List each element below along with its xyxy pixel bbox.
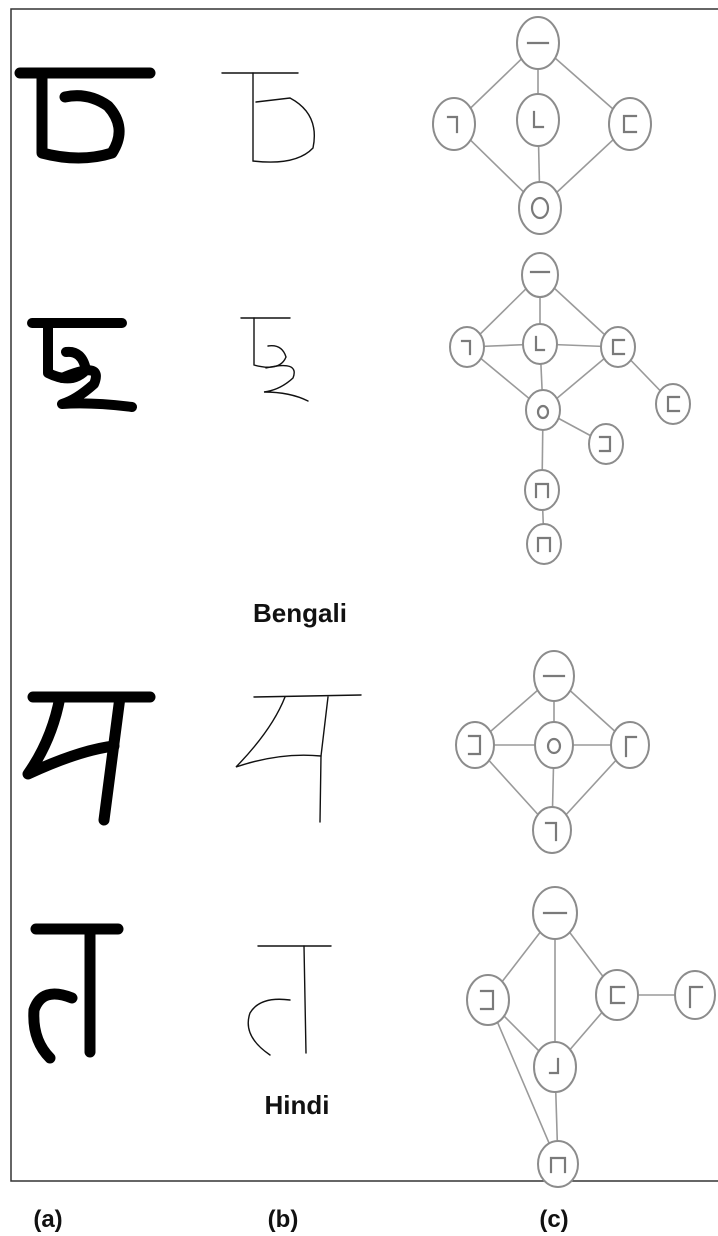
hindi-label: Hindi xyxy=(265,1090,330,1120)
topleft-icon xyxy=(624,735,638,758)
circle-icon xyxy=(546,737,562,755)
circle-icon xyxy=(536,404,550,420)
graph-hindi-1 xyxy=(455,650,650,854)
lbracket-icon xyxy=(611,338,626,356)
graph-node xyxy=(521,252,559,298)
topleft-icon xyxy=(688,985,704,1009)
hindi-char-1-bold xyxy=(22,691,156,826)
rbracket-icon xyxy=(460,339,472,356)
circle-icon xyxy=(530,196,550,220)
hindi-char-2-bold xyxy=(28,923,124,1064)
graph-node xyxy=(526,523,562,565)
hindi-char-2-skeleton xyxy=(247,945,332,1056)
bengali-label: Bengali xyxy=(253,598,347,628)
lcorner-icon xyxy=(532,110,545,129)
graph-node xyxy=(595,969,639,1021)
graph-node xyxy=(518,181,562,235)
graph-bengali-1 xyxy=(432,16,652,235)
graph-bengali-2 xyxy=(449,252,691,565)
rbracket-icon xyxy=(479,989,495,1011)
graph-node xyxy=(532,886,578,940)
graph-node xyxy=(655,383,691,425)
graph-node xyxy=(449,326,485,368)
bengali-char-2-bold xyxy=(27,318,137,412)
figure-frame xyxy=(10,8,718,1182)
graph-node xyxy=(610,721,650,769)
graph-node xyxy=(524,469,560,511)
rbracket-icon xyxy=(446,115,459,134)
lbracket-icon xyxy=(609,985,626,1005)
graph-node xyxy=(516,93,560,147)
graph-node xyxy=(588,423,624,465)
jhook-icon xyxy=(548,1057,560,1075)
graph-node xyxy=(534,721,574,769)
panel-label-b: (b) xyxy=(268,1206,299,1233)
graph-node xyxy=(516,16,560,70)
graph-node xyxy=(674,970,716,1020)
rbracket-icon xyxy=(598,435,612,453)
lbracket-icon xyxy=(622,114,638,134)
graph-node xyxy=(432,97,476,151)
graph-hindi-2 xyxy=(466,886,716,1188)
graph-node xyxy=(525,389,561,431)
lbracket-icon xyxy=(666,395,681,413)
graph-node xyxy=(522,323,558,365)
bengali-char-1-skeleton xyxy=(221,72,315,163)
rbracket-icon xyxy=(467,734,482,756)
hindi-char-1-skeleton xyxy=(235,694,362,823)
panel-label-a: (a) xyxy=(33,1206,62,1233)
graph-node xyxy=(537,1140,579,1188)
lcorner-icon xyxy=(534,335,546,352)
graph-node xyxy=(455,721,495,769)
graph-node xyxy=(608,97,652,151)
cap-icon xyxy=(549,1156,567,1174)
panel-label-c: (c) xyxy=(539,1206,568,1233)
rbracket-icon xyxy=(544,821,558,842)
cap-icon xyxy=(534,482,550,499)
graph-node xyxy=(532,806,572,854)
graph-node xyxy=(533,1041,577,1093)
graph-node xyxy=(466,974,510,1026)
graph-node xyxy=(533,650,575,702)
graph-node xyxy=(600,326,636,368)
bengali-char-2-skeleton xyxy=(240,317,309,402)
cap-icon xyxy=(536,536,552,553)
bengali-char-1-bold xyxy=(14,67,156,164)
